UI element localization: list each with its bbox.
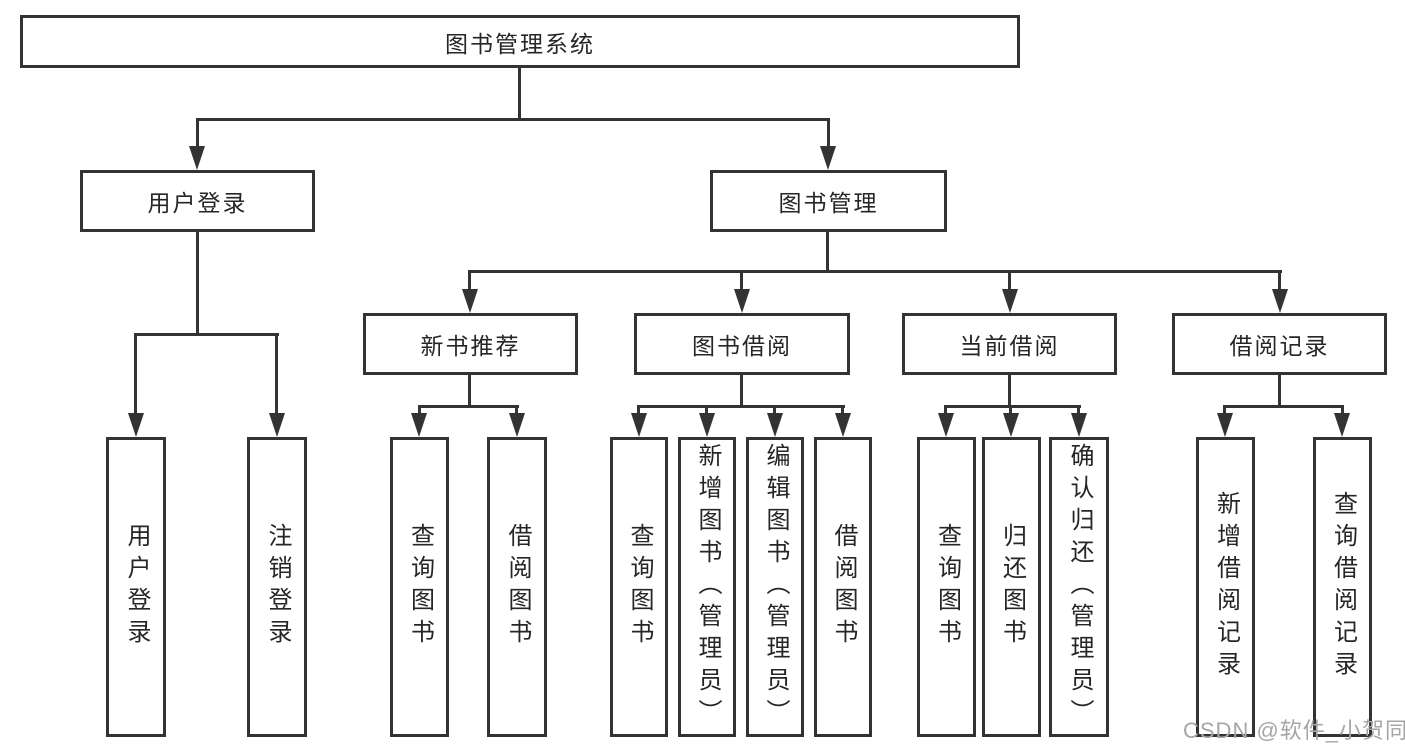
arrow-down-icon <box>462 289 478 313</box>
arrow-down-icon <box>1002 289 1018 313</box>
connector-line <box>196 232 199 336</box>
arrow-down-icon <box>509 413 525 437</box>
connector-line <box>468 270 1282 273</box>
arrow-down-icon <box>938 413 954 437</box>
connector-line <box>1009 405 1012 416</box>
connector-line <box>134 333 137 415</box>
connector-line <box>945 405 1081 408</box>
arrow-down-icon <box>767 413 783 437</box>
arrow-down-icon <box>189 146 205 170</box>
arrow-down-icon <box>411 413 427 437</box>
connector-line <box>740 270 743 292</box>
csdn-watermark: CSDN @软件_小贺同学 <box>1183 718 1405 743</box>
leaf-return-books: 归还图书 <box>982 437 1041 737</box>
connector-line <box>773 405 776 416</box>
connector-line <box>518 68 521 121</box>
leaf-query-borrow-record: 查询借阅记录 <box>1313 437 1372 737</box>
node-book-borrow: 图书借阅 <box>634 313 850 375</box>
node-new-book-recommend: 新书推荐 <box>363 313 578 375</box>
leaf-confirm-return-admin: 确认归还（管理员） <box>1049 437 1109 737</box>
node-library-system: 图书管理系统 <box>20 15 1020 68</box>
connector-line <box>196 118 199 149</box>
leaf-query-books-current: 查询图书 <box>917 437 976 737</box>
connector-line <box>705 405 708 416</box>
leaf-borrow-books: 借阅图书 <box>814 437 872 737</box>
connector-line <box>637 405 640 416</box>
connector-line <box>827 118 830 149</box>
connector-line <box>841 405 844 416</box>
arrow-down-icon <box>269 413 285 437</box>
connector-line <box>418 405 421 416</box>
leaf-user-login: 用户登录 <box>106 437 166 737</box>
connector-line <box>944 405 947 416</box>
leaf-query-books-borrow: 查询图书 <box>610 437 668 737</box>
connector-line <box>1223 405 1226 416</box>
arrow-down-icon <box>1272 289 1288 313</box>
arrow-down-icon <box>835 413 851 437</box>
leaf-add-borrow-record: 新增借阅记录 <box>1196 437 1255 737</box>
connector-line <box>468 270 471 292</box>
connector-line <box>1278 270 1281 292</box>
leaf-add-books-admin: 新增图书（管理员） <box>678 437 736 737</box>
connector-line <box>1077 405 1080 416</box>
leaf-edit-books-admin: 编辑图书（管理员） <box>746 437 804 737</box>
connector-line <box>275 333 278 415</box>
connector-line <box>1008 375 1011 408</box>
arrow-down-icon <box>631 413 647 437</box>
connector-line <box>826 232 829 273</box>
leaf-logout: 注销登录 <box>247 437 307 737</box>
arrow-down-icon <box>1071 413 1087 437</box>
connector-line <box>740 375 743 408</box>
connector-line <box>1341 405 1344 416</box>
arrow-down-icon <box>820 146 836 170</box>
connector-line <box>196 118 830 121</box>
connector-line <box>1008 270 1011 292</box>
connector-line <box>515 405 518 416</box>
connector-line <box>1278 375 1281 408</box>
arrow-down-icon <box>734 289 750 313</box>
connector-line <box>1224 405 1344 408</box>
arrow-down-icon <box>1217 413 1233 437</box>
connector-line <box>134 333 279 336</box>
node-book-management: 图书管理 <box>710 170 947 232</box>
node-user-login: 用户登录 <box>80 170 315 232</box>
arrow-down-icon <box>699 413 715 437</box>
node-current-borrow: 当前借阅 <box>902 313 1117 375</box>
connector-line <box>418 405 519 408</box>
arrow-down-icon <box>1334 413 1350 437</box>
leaf-query-books-recommend: 查询图书 <box>390 437 449 737</box>
arrow-down-icon <box>128 413 144 437</box>
leaf-borrow-books-recommend: 借阅图书 <box>487 437 547 737</box>
arrow-down-icon <box>1003 413 1019 437</box>
connector-line <box>637 405 845 408</box>
node-borrow-records: 借阅记录 <box>1172 313 1387 375</box>
connector-line <box>468 375 471 408</box>
